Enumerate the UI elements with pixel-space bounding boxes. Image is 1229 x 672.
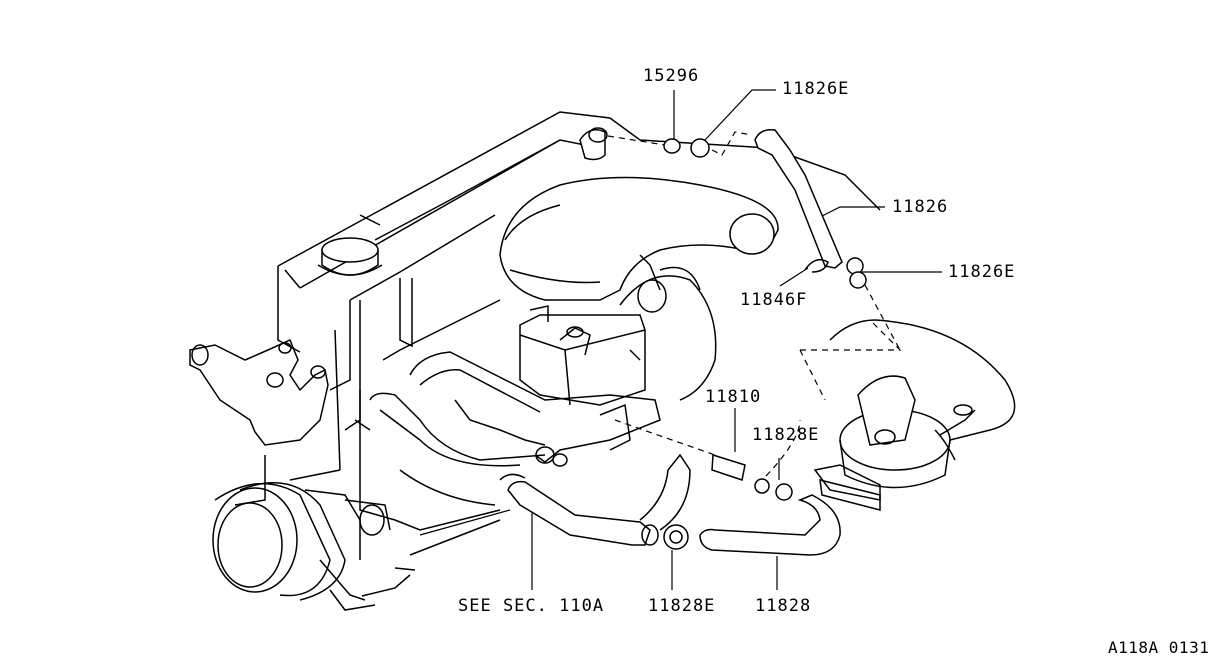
pcv-hose-lower: [614, 419, 841, 556]
figure-code: A118A 0131: [1108, 638, 1210, 657]
crank-pulley: [212, 482, 391, 601]
callout-11810: 11810: [705, 387, 762, 407]
pcv-hose-upper: [579, 127, 867, 289]
callout-15296: 15296: [643, 66, 700, 86]
callout-11826e-right: 11826E: [948, 262, 1016, 282]
air-cleaner: [799, 284, 1016, 511]
water-hose: [507, 453, 691, 546]
see-section-reference: SEE SEC. 110A: [458, 596, 605, 616]
air-duct: [499, 176, 779, 401]
callout-11828e-bottom: 11828E: [648, 596, 716, 616]
callout-11846f: 11846F: [740, 290, 808, 310]
callout-11826: 11826: [892, 197, 949, 217]
throttle-body: [519, 305, 646, 406]
engine-block: [189, 111, 881, 611]
callout-11828: 11828: [755, 596, 812, 616]
intake-manifold: [369, 351, 661, 506]
callout-11826e-top: 11826E: [782, 79, 850, 99]
leader-lines: [419, 89, 942, 590]
callout-11828e-mid: 11828E: [752, 425, 820, 445]
